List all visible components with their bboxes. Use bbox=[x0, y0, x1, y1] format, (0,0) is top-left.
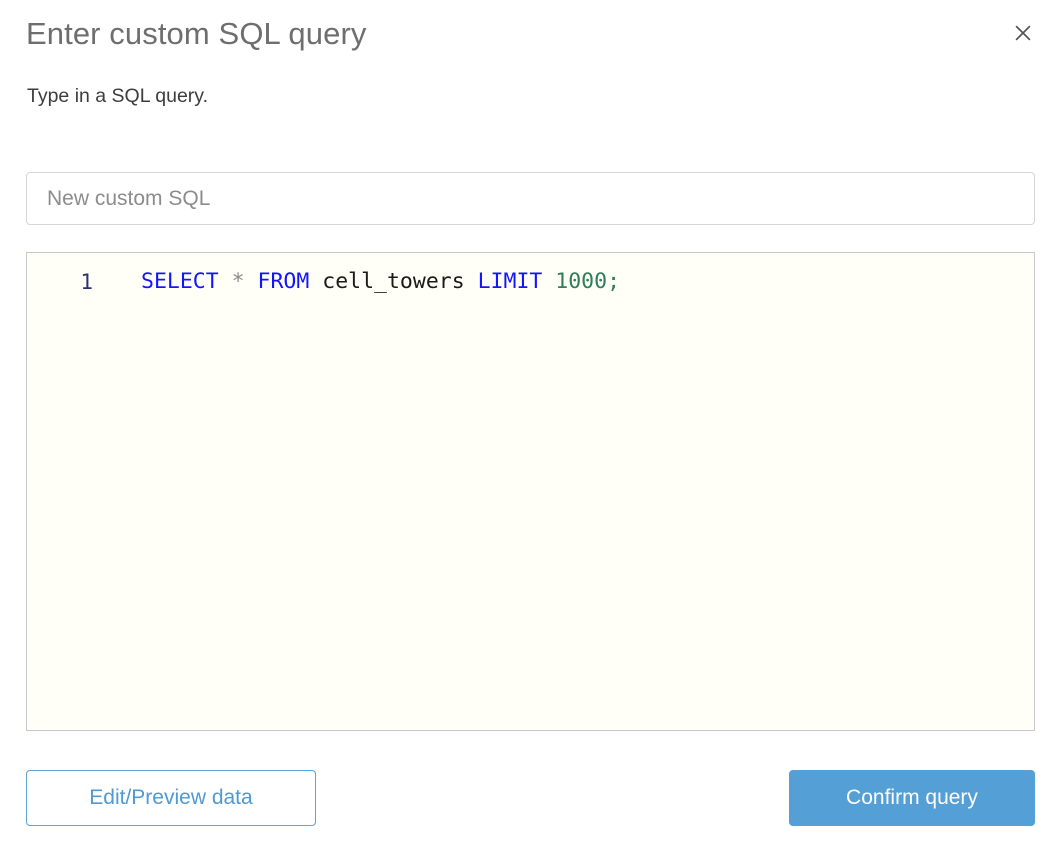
sql-token-semicolon: ; bbox=[607, 269, 621, 294]
sql-space bbox=[309, 269, 322, 294]
sql-token-number: 1000 bbox=[555, 269, 608, 294]
query-name-input[interactable] bbox=[26, 172, 1035, 225]
confirm-query-button[interactable]: Confirm query bbox=[789, 770, 1035, 826]
sql-token-limit: LIMIT bbox=[477, 269, 543, 294]
sql-token-from: FROM bbox=[257, 269, 310, 294]
sql-token-table: cell_towers bbox=[322, 269, 465, 294]
sql-space bbox=[245, 269, 258, 294]
dialog-subtitle: Type in a SQL query. bbox=[27, 85, 209, 107]
code-line: 1 SELECT * FROM cell_towers LIMIT 1000; bbox=[27, 253, 1034, 297]
page-title: Enter custom SQL query bbox=[26, 16, 367, 51]
close-icon bbox=[1013, 23, 1033, 43]
sql-token-star: * bbox=[231, 269, 245, 294]
edit-preview-data-button[interactable]: Edit/Preview data bbox=[26, 770, 316, 826]
sql-code-editor[interactable]: 1 SELECT * FROM cell_towers LIMIT 1000; bbox=[26, 252, 1035, 731]
line-number: 1 bbox=[80, 270, 93, 294]
sql-query-text[interactable]: SELECT * FROM cell_towers LIMIT 1000; bbox=[93, 267, 1034, 297]
sql-space bbox=[219, 269, 232, 294]
sql-space bbox=[542, 269, 555, 294]
close-button[interactable] bbox=[1007, 17, 1039, 49]
sql-token-select: SELECT bbox=[141, 269, 219, 294]
sql-space bbox=[465, 269, 478, 294]
